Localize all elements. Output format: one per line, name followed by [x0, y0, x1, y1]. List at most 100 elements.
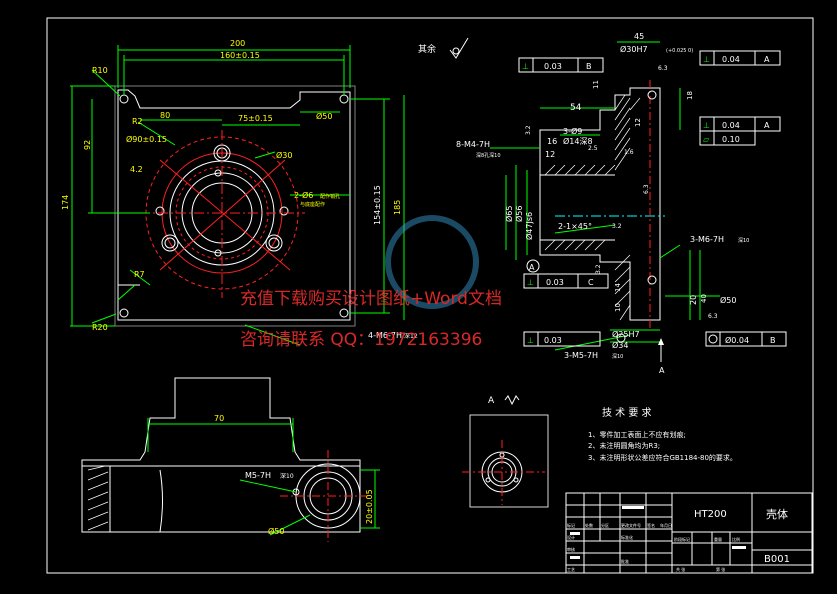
rough-6-3b: 6.3 — [658, 65, 668, 72]
rough-3-2: 3.2 — [525, 125, 532, 135]
svg-text:⊥: ⊥ — [522, 62, 529, 71]
svg-text:设计: 设计 — [567, 534, 575, 540]
title-block: HT200 壳体 B001 标记 处数 分区 更改文件号 签名 年月日 设计 标… — [565, 492, 813, 574]
dim-r10: R10 — [92, 66, 108, 75]
dim-r2: R2 — [132, 117, 143, 126]
svg-text:分区: 分区 — [601, 522, 609, 528]
svg-text:0.04: 0.04 — [722, 121, 740, 130]
svg-text:签名: 签名 — [647, 522, 655, 528]
svg-text:更改文件号: 更改文件号 — [621, 522, 641, 528]
dim-54: 54 — [570, 103, 582, 113]
dim-r7: R7 — [134, 270, 145, 279]
svg-text:Ø0.04: Ø0.04 — [725, 335, 749, 345]
dim-80: 80 — [160, 111, 170, 120]
watermark-line2: 咨询请联系 QQ：1972163396 — [240, 330, 482, 350]
detail-a-view: A — [462, 395, 549, 508]
dim-two-holes-note2: 与底座配作 — [300, 201, 325, 208]
rough-1-6: 1.6 — [624, 149, 634, 156]
dim-m5: 3-M5-7H — [564, 351, 598, 360]
rough-mark-label: 其余 — [418, 43, 436, 55]
dim-tapped-depth: 深12 — [404, 332, 418, 340]
fcf-7: Ø0.04 B — [705, 331, 787, 347]
svg-text:工艺: 工艺 — [567, 567, 575, 572]
dim-92: 92 — [83, 140, 92, 150]
technical-notes: 技 术 要 求 1、零件加工表面上不应有划痕; 2、未注明圆角均为R3; 3、未… — [588, 406, 737, 462]
svg-text:阶段标记: 阶段标记 — [674, 536, 690, 542]
dim-m5-depth: 深10 — [612, 353, 623, 360]
svg-text:批准: 批准 — [621, 558, 629, 564]
fcf-1: ⊥ 0.03 B — [518, 57, 604, 73]
rough-3-2b: 3.2 — [612, 223, 622, 230]
dim-m4-note: 深8孔深10 — [476, 152, 501, 159]
dim-overall-width: 200 — [230, 39, 245, 48]
dim-two-holes: 2-Ø6 — [294, 190, 313, 200]
svg-text:A: A — [764, 121, 770, 130]
view-a-marker: A — [659, 366, 665, 375]
fcf-2: ⊥ 0.04 A — [699, 50, 781, 66]
svg-text:比例: 比例 — [732, 536, 740, 542]
watermark-line1: 充值下载购买设计图纸+Word文档 — [240, 289, 502, 309]
drawing-border — [46, 17, 814, 574]
svg-text:标准化: 标准化 — [621, 534, 633, 540]
title-material: HT200 — [694, 509, 727, 520]
dim-phi90: Ø90±0.15 — [126, 134, 167, 144]
dim-bore: Ø30H7 — [620, 44, 648, 54]
dim-holes3b: Ø14深8 — [563, 136, 593, 146]
svg-text:标记: 标记 — [567, 522, 575, 528]
note-3: 3、未注明形状公差应符合GB1184-80的要求。 — [588, 453, 737, 462]
dim-m5-front: M5-7H — [245, 471, 271, 480]
dim-bore-tol: (+0.025 0) — [666, 48, 693, 54]
dim-r20: R20 — [92, 323, 108, 332]
rough-6-3c: 6.3 — [708, 313, 718, 320]
title-drawing-no: B001 — [764, 554, 790, 565]
svg-text:B: B — [586, 62, 592, 71]
dim-chamfer: 2-1×45° — [558, 222, 592, 231]
top-plan-view: 200 160±0.15 R10 R2 80 75±0.15 Ø50 Ø90±0… — [61, 39, 418, 346]
svg-text:审核: 审核 — [567, 546, 575, 552]
svg-text:0.03: 0.03 — [544, 336, 562, 345]
dim-phi25: Ø25H7 — [612, 329, 640, 339]
dim-20-front: 20±0.05 — [365, 489, 374, 524]
note-1: 1、零件加工表面上不应有划痕; — [588, 430, 686, 439]
dim-12b: 12 — [545, 150, 555, 159]
dim-m6: 3-M6-7H — [690, 235, 724, 244]
dim-m6-depth: 深10 — [738, 237, 749, 244]
svg-text:▱: ▱ — [703, 135, 710, 144]
dim-185: 185 — [393, 200, 402, 215]
dim-65: Ø65 — [504, 206, 514, 222]
svg-text:B: B — [770, 336, 776, 345]
fcf-3: ⊥ ▱ 0.04 A 0.10 — [699, 116, 781, 146]
rough-6-3: 6.3 — [643, 184, 650, 194]
datum-a: A — [529, 263, 535, 272]
title-part-name: 壳体 — [766, 507, 788, 521]
dim-phi50-front: Ø50 — [268, 526, 284, 536]
dim-11: 11 — [592, 80, 600, 89]
detail-a-label: A — [488, 396, 495, 406]
svg-text:A: A — [764, 55, 770, 64]
fcf-5: ⊥ 0.03 C — [523, 273, 609, 289]
dim-m5-front-depth: 深10 — [280, 472, 294, 480]
dim-70: 70 — [214, 414, 224, 423]
dim-two-holes-note: 配作销孔 — [320, 193, 340, 200]
dim-10: 10 — [614, 303, 622, 312]
dim-47: Ø47Js6 — [524, 212, 534, 240]
dim-phi34: Ø34 — [612, 340, 628, 350]
rough-2-5: 2.5 — [588, 145, 598, 152]
dim-4-2: 4.2 — [130, 165, 143, 174]
front-view: 70 M5-7H 深10 Ø50 20±0.05 — [81, 377, 380, 542]
dim-75: 75±0.15 — [238, 114, 273, 123]
dim-14: 14 — [614, 283, 622, 292]
watermark: 充值下载购买设计图纸+Word文档 咨询请联系 QQ：1972163396 — [240, 215, 502, 350]
dim-174: 174 — [61, 195, 70, 210]
dim-d50: Ø50 — [316, 111, 332, 121]
dim-18: 18 — [686, 91, 694, 100]
svg-text:0.04: 0.04 — [722, 55, 740, 64]
rough-3-2c: 3.2 — [595, 264, 602, 274]
svg-text:处数: 处数 — [585, 522, 593, 528]
svg-text:第 张: 第 张 — [716, 566, 725, 572]
note-2: 2、未注明圆角均为R3; — [588, 441, 660, 450]
svg-text:共 张: 共 张 — [676, 566, 685, 572]
dim-56: Ø56 — [514, 206, 524, 222]
dim-12: 12 — [634, 118, 642, 127]
notes-title: 技 术 要 求 — [602, 406, 652, 419]
